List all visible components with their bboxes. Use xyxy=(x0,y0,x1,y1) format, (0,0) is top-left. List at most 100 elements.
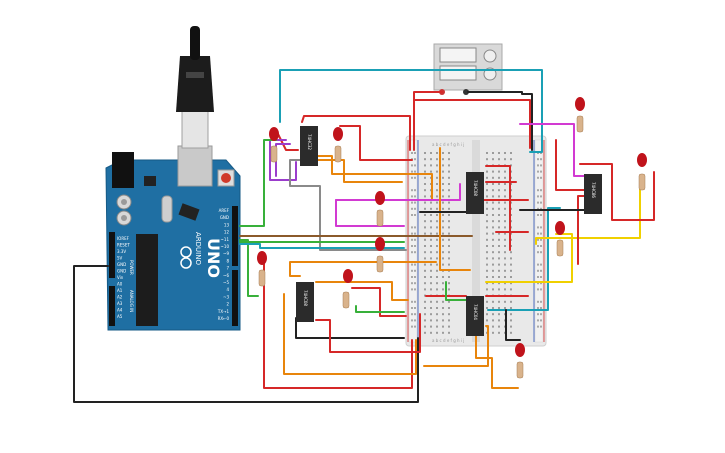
group-analog-label: ANALOG IN xyxy=(129,290,134,312)
usb-port xyxy=(177,145,213,187)
resistor-6[interactable] xyxy=(376,255,384,273)
wire-gray[interactable] xyxy=(289,159,407,251)
header-pin-label: 5V xyxy=(117,256,123,261)
wire-orange-bottom[interactable] xyxy=(283,293,417,375)
wire-teal-right[interactable] xyxy=(487,207,561,311)
header-pin-label: AREF xyxy=(219,208,230,213)
led-1[interactable] xyxy=(269,127,279,141)
atmega-chip xyxy=(136,234,158,326)
header-pin-label: 12 xyxy=(224,230,230,235)
wire-green-1[interactable] xyxy=(239,139,277,227)
wire-black-top[interactable] xyxy=(467,91,533,151)
header-pin-label: A0 xyxy=(117,282,123,287)
chip-top-left[interactable]: 74HC32 xyxy=(300,126,318,166)
header-pin-label: IOREF xyxy=(117,236,130,241)
header-pin-label: Vin xyxy=(117,275,124,280)
resistor-7[interactable] xyxy=(556,239,564,257)
resistor-2[interactable] xyxy=(334,145,342,163)
usb-cable-plug[interactable] xyxy=(176,56,214,112)
header-digital-high xyxy=(232,206,238,266)
chip-breadboard-top[interactable]: 74HC08 xyxy=(466,172,484,214)
led-7[interactable] xyxy=(555,221,565,235)
header-pin-label: A5 xyxy=(117,314,123,319)
leds xyxy=(257,97,647,357)
header-pin-label: GND xyxy=(220,215,229,220)
resistor-1[interactable] xyxy=(270,145,278,163)
header-pin-label: 7 xyxy=(226,266,229,271)
crystal xyxy=(161,195,173,223)
wire-green-2[interactable] xyxy=(239,239,259,297)
led-5[interactable] xyxy=(375,191,385,205)
arduino-board[interactable]: ARDUINO UNO IOREFRESET3.3V5VGNDGNDVinA0A… xyxy=(105,26,241,331)
header-pin-label: ~9 xyxy=(223,251,229,256)
header-pin-label: TX→1 xyxy=(217,309,230,314)
usb-cable xyxy=(190,26,200,60)
chip-top-left-label: 74HC32 xyxy=(307,134,312,150)
header-pin-label: A1 xyxy=(117,288,123,293)
header-pin-label: GND xyxy=(117,269,126,274)
header-pin-label: RESET xyxy=(117,243,130,248)
chip-breadboard-bottom-label: 74HC04 xyxy=(473,304,478,320)
resistor-5[interactable] xyxy=(376,209,384,227)
header-pin-label: 2 xyxy=(226,302,229,307)
header-pin-label: ~10 xyxy=(221,244,230,249)
resistors xyxy=(258,115,646,379)
header-pin-label: ~11 xyxy=(221,237,230,242)
usb-cable-plug-metal xyxy=(181,109,209,149)
resistor-3[interactable] xyxy=(576,115,584,133)
wire-black-gnd[interactable] xyxy=(73,265,419,403)
resistor-9[interactable] xyxy=(342,291,350,309)
chip-right-label: 74HC86 xyxy=(591,182,596,198)
wire-red-supply[interactable] xyxy=(413,91,443,151)
header-labels-right: AREF GND 13 12 ~11 ~10 ~9 8 7 ~6 ~5 4 ~3 2TX→1RX←0 xyxy=(217,208,230,321)
wire-magenta-right[interactable] xyxy=(519,123,587,177)
led-3[interactable] xyxy=(575,97,585,111)
led-6[interactable] xyxy=(375,237,385,251)
breadboard-col-letters-top: a b c d e f g h i j xyxy=(432,142,464,147)
header-pin-label: A3 xyxy=(117,301,123,306)
header-power xyxy=(109,232,115,278)
wire-red-supply-2[interactable] xyxy=(413,99,531,149)
arduino-logo-icon xyxy=(180,246,192,258)
breadboard-col-letters-bottom: a b c d e f g h i j xyxy=(432,338,464,343)
header-pin-label: 4 xyxy=(226,287,229,292)
wire-orange-top[interactable] xyxy=(317,159,403,183)
resistor-10[interactable] xyxy=(516,361,524,379)
resistor-8[interactable] xyxy=(258,269,266,287)
header-pin-label: 3.3V xyxy=(117,249,126,254)
header-pin-label: A2 xyxy=(117,295,123,300)
chip-breadboard-top-label: 74HC08 xyxy=(473,180,478,196)
header-pin-label: ~5 xyxy=(223,280,229,285)
header-digital-low xyxy=(232,270,238,326)
resistor-4[interactable] xyxy=(638,173,646,191)
header-pin-label: ~6 xyxy=(223,273,229,278)
header-pin-label: ~3 xyxy=(223,294,229,299)
board-brand: ARDUINO xyxy=(194,232,202,265)
header-analog xyxy=(109,286,115,326)
led-8[interactable] xyxy=(257,251,267,265)
wire-red-bottom[interactable] xyxy=(263,261,413,389)
header-pin-label: 13 xyxy=(224,222,230,227)
led-2[interactable] xyxy=(333,127,343,141)
led-10[interactable] xyxy=(515,343,525,357)
chip-bottom-left-label: 74HC08 xyxy=(303,290,308,306)
wire-teal-top[interactable] xyxy=(279,69,543,153)
led-4[interactable] xyxy=(637,153,647,167)
power-jack xyxy=(112,152,134,188)
chip-right[interactable]: 74HC86 xyxy=(584,174,602,214)
header-pin-label: RX←0 xyxy=(218,316,230,321)
led-9[interactable] xyxy=(343,269,353,283)
voltage-knob[interactable] xyxy=(483,49,497,63)
group-power-label: POWER xyxy=(129,260,134,275)
wire-yellow[interactable] xyxy=(535,185,641,245)
header-pin-label: A4 xyxy=(117,308,123,313)
chip-bottom-left[interactable]: 74HC08 xyxy=(296,282,314,322)
header-pin-label: 8 xyxy=(226,258,229,263)
chip-breadboard-bottom[interactable]: 74HC04 xyxy=(466,296,484,336)
header-pin-label: GND xyxy=(117,262,126,267)
board-model: UNO xyxy=(204,238,223,278)
wires xyxy=(73,69,655,403)
